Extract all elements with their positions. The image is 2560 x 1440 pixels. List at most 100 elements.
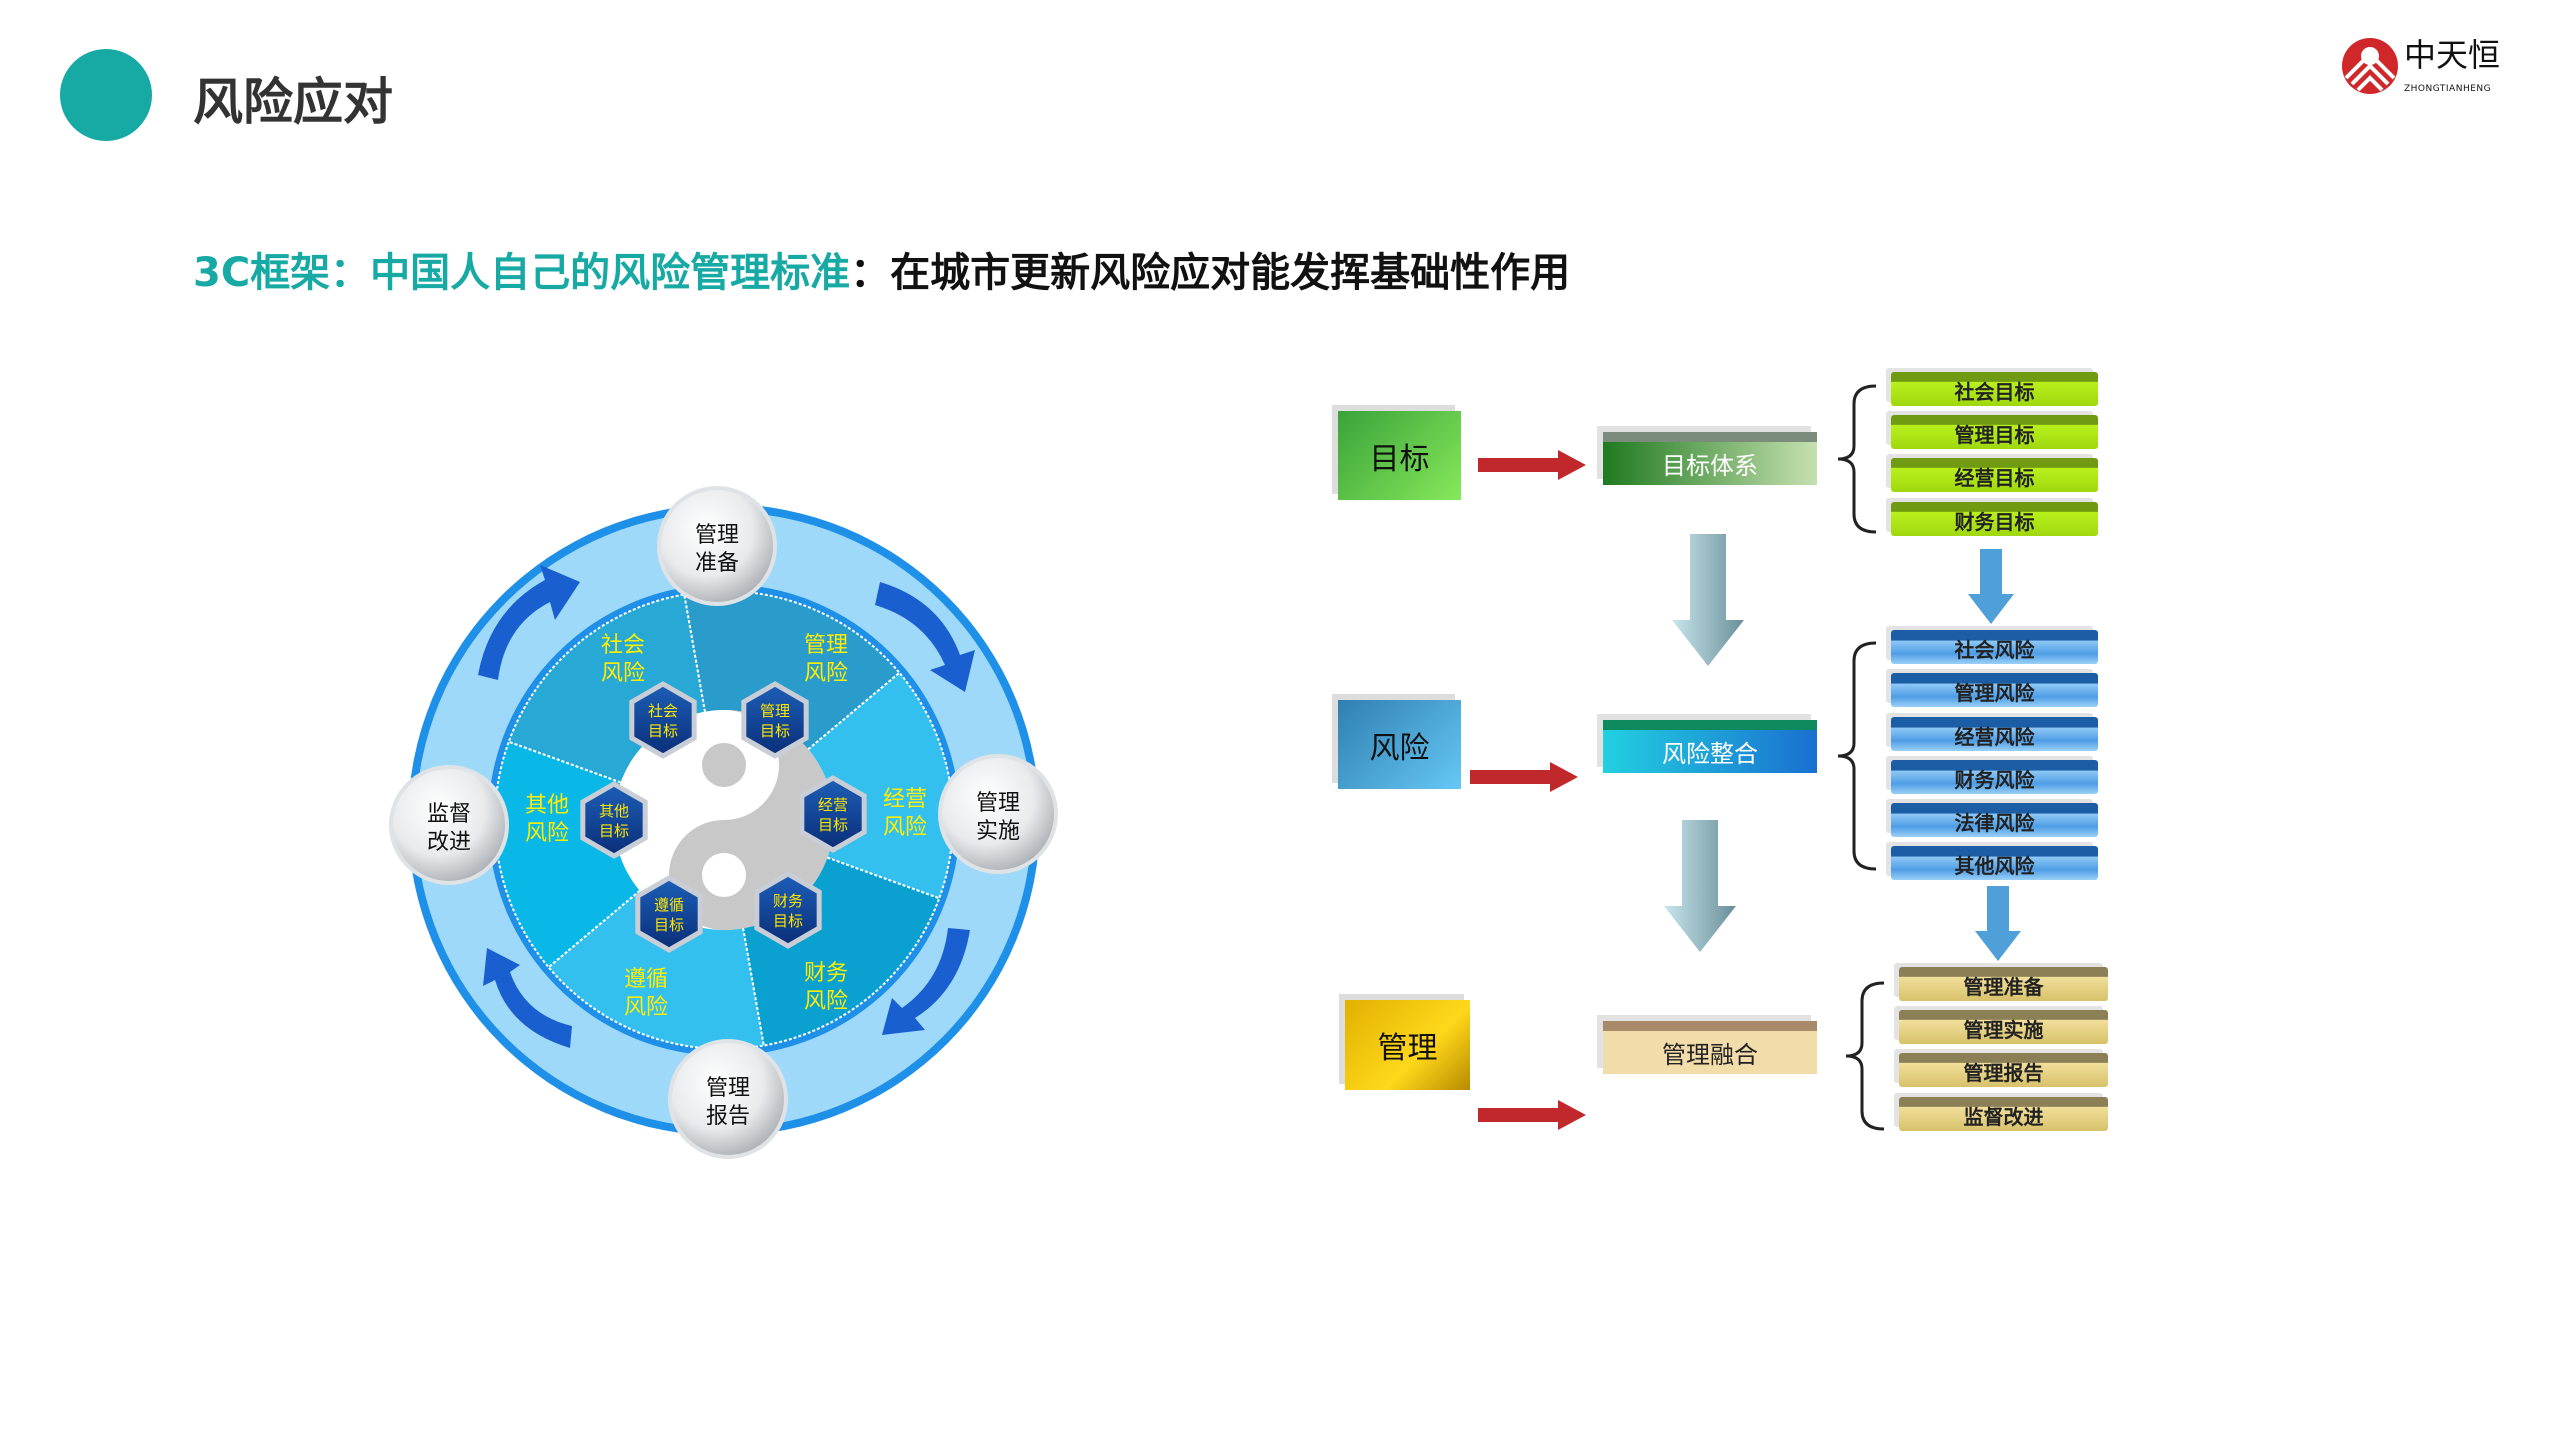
flow-box-risk-integration: 风险整合 xyxy=(1603,720,1817,773)
management-item: 管理实施 xyxy=(1899,1010,2108,1044)
risk-label: 遵循 xyxy=(624,967,668,992)
risk-item-label: 经营风险 xyxy=(1954,725,2035,749)
risk-item: 法律风险 xyxy=(1891,803,2098,837)
flow-box-label: 管理 xyxy=(1377,1031,1438,1066)
right-arrow-icon xyxy=(1478,1100,1586,1130)
goal-hexagon-label: 目标 xyxy=(818,816,848,834)
risk-item-label: 财务风险 xyxy=(1954,768,2035,792)
cycle-arrow-icon xyxy=(483,948,572,1048)
management-item: 管理报告 xyxy=(1899,1053,2108,1087)
goal-item-label: 社会目标 xyxy=(1954,380,2035,404)
risk-item: 财务风险 xyxy=(1891,760,2098,794)
goal-item: 经营目标 xyxy=(1891,458,2098,492)
risk-label: 风险 xyxy=(525,821,569,846)
logo-text: 中天恒 xyxy=(2404,36,2501,74)
management-item-label: 管理实施 xyxy=(1963,1018,2044,1042)
stage-node-label: 管理 xyxy=(976,791,1020,816)
flow-box-management-integration: 管理融合 xyxy=(1603,1021,1817,1074)
management-item: 管理准备 xyxy=(1899,967,2108,1001)
flow-box-label: 风险 xyxy=(1369,730,1430,766)
risk-item: 管理风险 xyxy=(1891,673,2098,707)
page-title: 风险应对 xyxy=(193,73,393,131)
stage-node: 管理准备 xyxy=(657,486,777,606)
title-dot-icon xyxy=(60,49,152,141)
flow-box-goal-system: 目标体系 xyxy=(1603,432,1817,485)
goal-hexagon-label: 财务 xyxy=(773,892,803,910)
goal-hexagon: 社会目标 xyxy=(629,681,697,759)
risk-label: 风险 xyxy=(601,661,645,686)
goal-hexagon-label: 其他 xyxy=(599,802,629,820)
goal-hexagon-label: 目标 xyxy=(654,916,684,934)
risk-label: 其他 xyxy=(525,793,569,818)
flow-box-label: 管理融合 xyxy=(1662,1041,1758,1069)
logo-mark-icon xyxy=(2342,38,2398,94)
goal-hexagon: 财务目标 xyxy=(754,871,822,949)
risk-item-label: 法律风险 xyxy=(1954,811,2035,835)
goal-hexagon-label: 社会 xyxy=(648,702,678,720)
risk-label: 经营 xyxy=(883,787,927,812)
logo-subtext: ZHONGTIANHENG xyxy=(2404,84,2492,94)
goal-hexagon-label: 目标 xyxy=(773,912,803,930)
risk-label: 管理 xyxy=(804,633,848,658)
goal-hexagon-label: 目标 xyxy=(599,822,629,840)
goal-item-label: 财务目标 xyxy=(1954,510,2035,534)
down-arrow-icon xyxy=(1975,886,2021,961)
flow-box-label: 风险整合 xyxy=(1662,740,1758,768)
cycle-arrow-icon xyxy=(478,565,580,680)
stage-node-label: 报告 xyxy=(706,1104,750,1129)
right-arrow-icon xyxy=(1478,450,1586,480)
goal-hexagon: 管理目标 xyxy=(741,681,809,759)
down-arrow-icon xyxy=(1968,549,2014,624)
company-logo: 中天恒 ZHONGTIANHENG xyxy=(2340,36,2520,102)
risk-label: 社会 xyxy=(601,633,645,658)
subtitle-highlight: 3C框架：中国人自己的风险管理标准 xyxy=(193,250,851,296)
stage-node-label: 管理 xyxy=(706,1076,750,1101)
stage-node: 监督改进 xyxy=(389,765,509,885)
right-arrow-icon xyxy=(1470,762,1578,792)
down-arrow-icon xyxy=(1672,534,1744,666)
goal-hexagon-label: 目标 xyxy=(760,722,790,740)
risk-label: 财务 xyxy=(804,961,848,986)
goal-item-label: 管理目标 xyxy=(1954,423,2035,447)
subtitle: 3C框架：中国人自己的风险管理标准：在城市更新风险应对能发挥基础性作用 xyxy=(193,240,1570,298)
brace-icon xyxy=(1837,384,1877,534)
down-arrow-icon xyxy=(1664,820,1736,952)
goal-item-label: 经营目标 xyxy=(1954,466,2035,490)
stage-node-label: 监督 xyxy=(427,802,471,827)
stage-node-label: 管理 xyxy=(695,523,739,548)
risk-label: 风险 xyxy=(624,995,668,1020)
risk-item: 社会风险 xyxy=(1891,630,2098,664)
cycle-arrow-icon xyxy=(875,582,975,692)
brace-icon xyxy=(1845,981,1885,1131)
goal-item: 财务目标 xyxy=(1891,502,2098,536)
risk-label: 风险 xyxy=(804,989,848,1014)
goal-hexagon: 经营目标 xyxy=(799,775,867,853)
flow-box-label: 目标 xyxy=(1369,441,1430,477)
goal-hexagon-label: 经营 xyxy=(818,796,848,814)
flow-box-label: 目标体系 xyxy=(1662,452,1758,480)
risk-label: 风险 xyxy=(883,815,927,840)
stage-node-label: 改进 xyxy=(427,830,471,855)
goal-hexagon-label: 目标 xyxy=(648,722,678,740)
flow-box-risk: 风险 xyxy=(1338,700,1461,789)
brace-icon xyxy=(1837,641,1877,871)
cycle-arrow-icon xyxy=(882,928,970,1035)
management-item: 监督改进 xyxy=(1899,1097,2108,1131)
stage-node: 管理实施 xyxy=(938,754,1058,874)
stage-node: 管理报告 xyxy=(668,1039,788,1159)
stage-node-label: 准备 xyxy=(695,551,739,576)
goal-item: 管理目标 xyxy=(1891,415,2098,449)
stage-node-label: 实施 xyxy=(976,819,1020,844)
risk-item-label: 社会风险 xyxy=(1954,638,2035,662)
risk-item-label: 管理风险 xyxy=(1954,681,2035,705)
goal-hexagon-label: 管理 xyxy=(760,702,790,720)
management-item-label: 监督改进 xyxy=(1963,1105,2044,1129)
goal-item: 社会目标 xyxy=(1891,372,2098,406)
flow-box-management: 管理 xyxy=(1345,1000,1470,1090)
subtitle-rest: ：在城市更新风险应对能发挥基础性作用 xyxy=(850,250,1571,296)
flow-box-goal: 目标 xyxy=(1338,411,1461,500)
management-item-label: 管理准备 xyxy=(1963,975,2044,999)
